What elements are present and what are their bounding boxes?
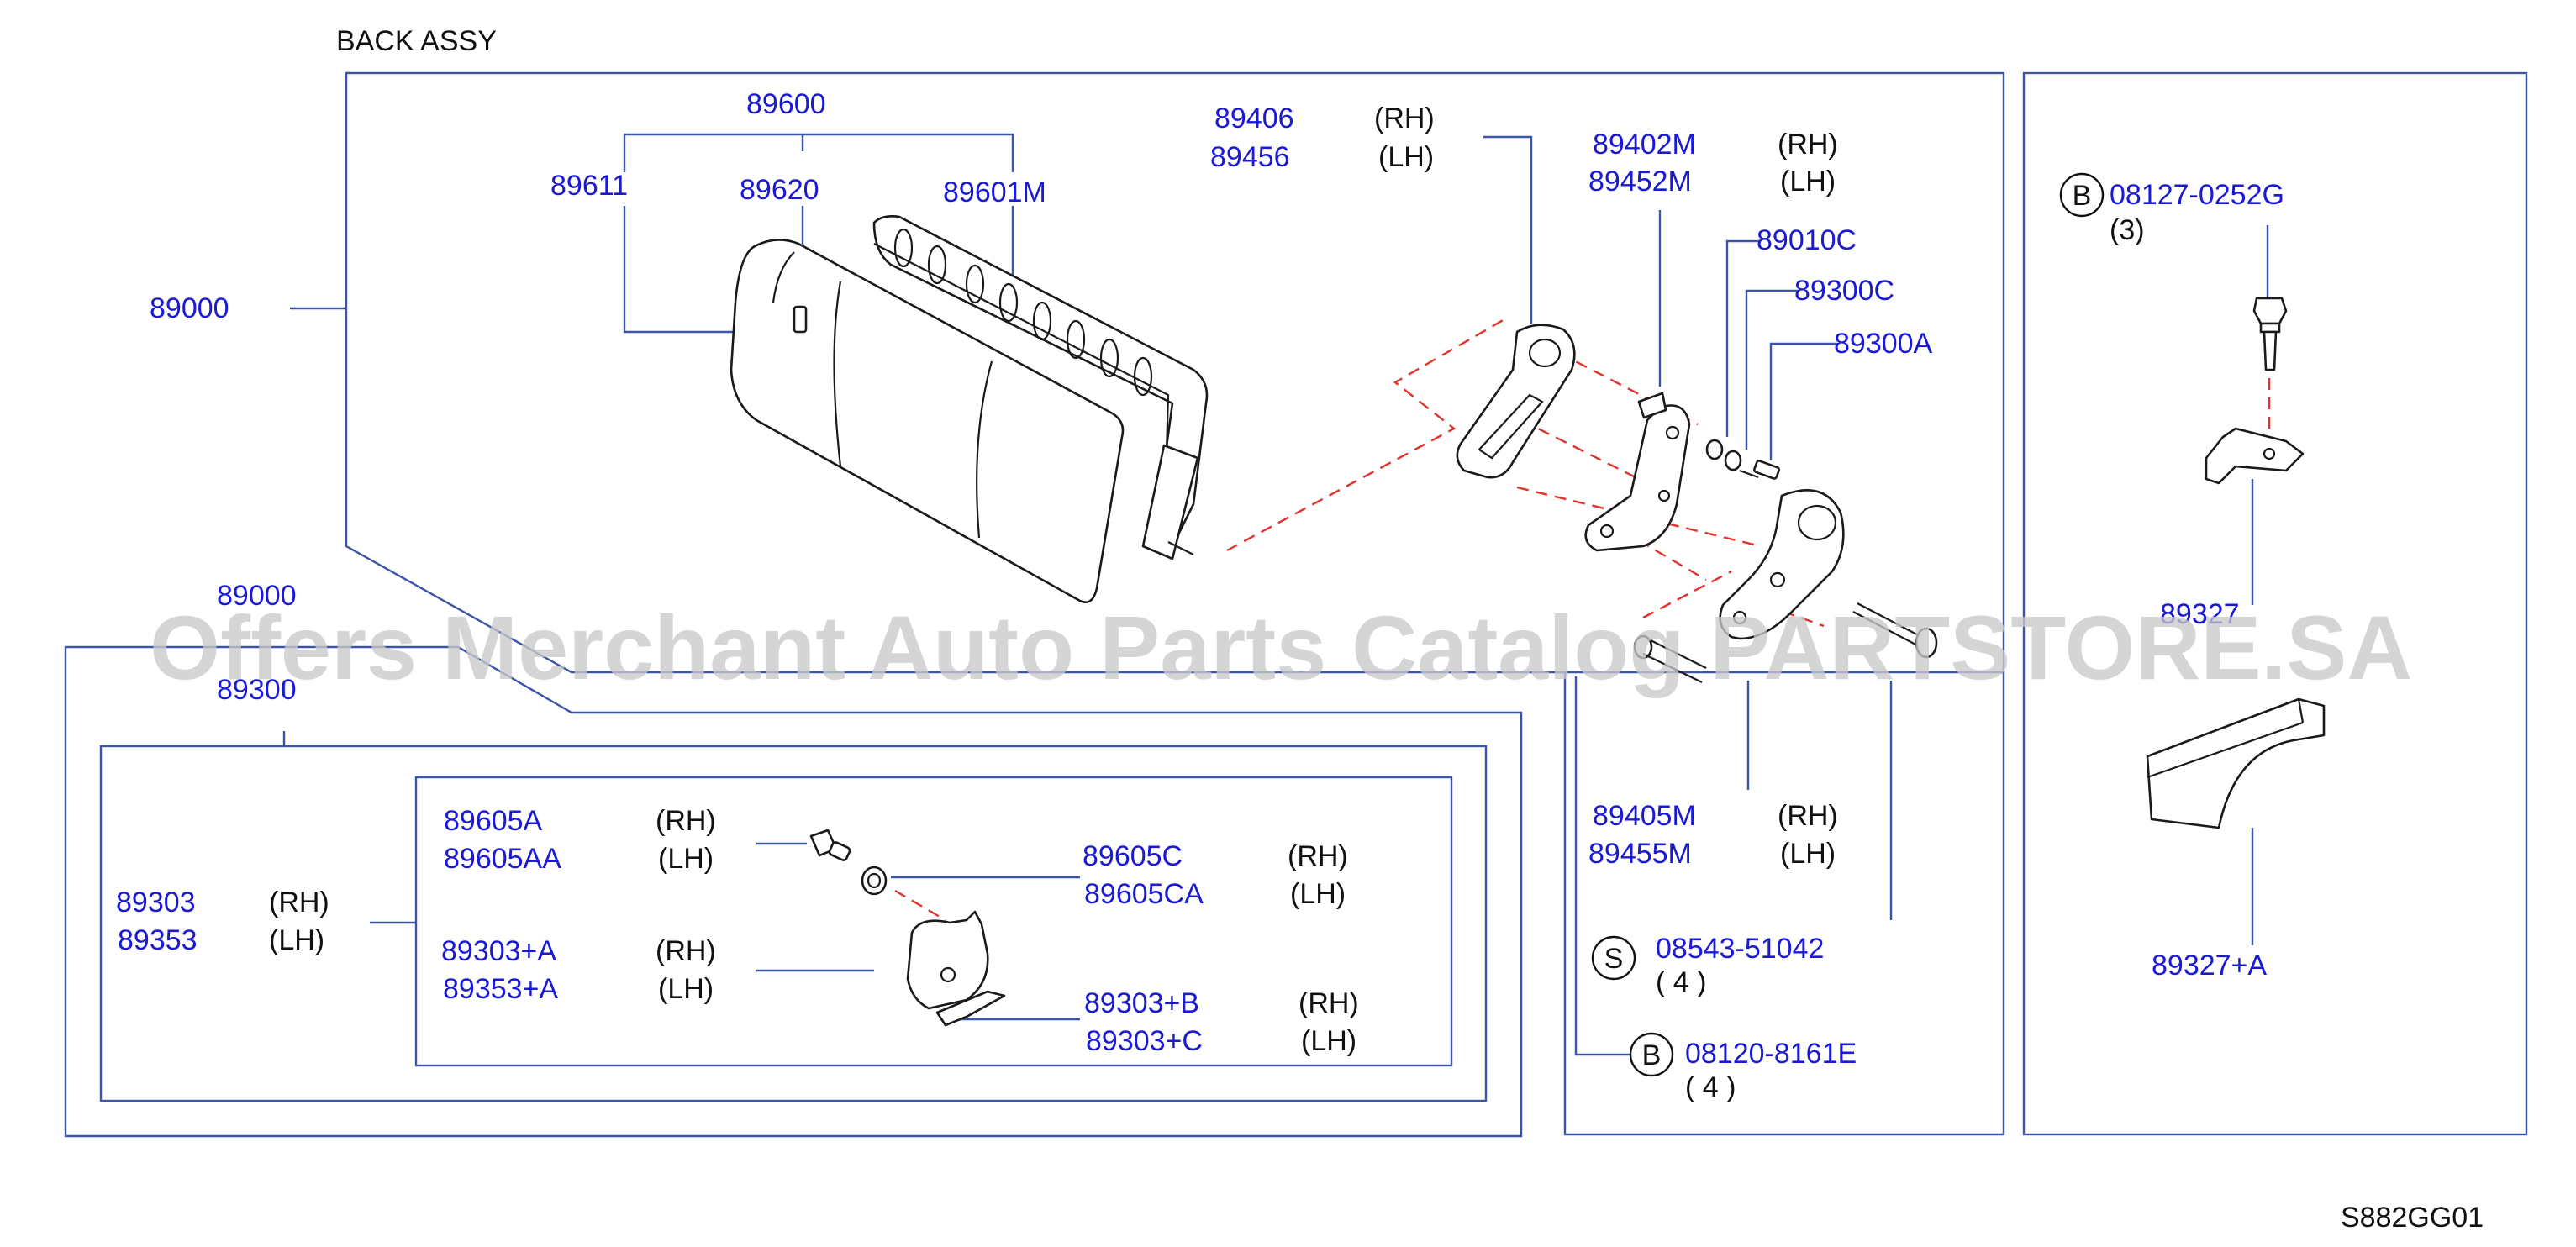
frame-89000-lower: [64, 645, 1523, 1138]
plate-89402M-icon: [1584, 392, 1691, 552]
label-89303[interactable]: 89303: [116, 887, 196, 918]
side-89605C: (RH): [1288, 840, 1348, 872]
dash-cap-to-cover: [894, 889, 946, 922]
label-89303A[interactable]: 89303+A: [441, 935, 556, 967]
watermark: Offers Merchant Auto Parts Catalog PARTS…: [150, 597, 2412, 698]
cap-89605C-icon: [861, 866, 888, 896]
screw-mark: S: [1604, 943, 1624, 975]
label-89456[interactable]: 89456: [1210, 141, 1290, 173]
label-89605AA[interactable]: 89605AA: [444, 843, 561, 875]
label-89300[interactable]: 89300: [217, 674, 297, 706]
label-89406[interactable]: 89406: [1214, 103, 1294, 134]
label-89605CA[interactable]: 89605CA: [1084, 878, 1204, 910]
side-89406: (RH): [1374, 103, 1435, 134]
side-89452M: (LH): [1780, 166, 1836, 197]
bolt-08120-icon: [1633, 634, 1707, 683]
bolt-89300A-icon: [1739, 460, 1781, 480]
label-08120[interactable]: 08120-8161E: [1685, 1038, 1857, 1070]
label-89010C[interactable]: 89010C: [1757, 224, 1857, 256]
label-89300A[interactable]: 89300A: [1834, 328, 1933, 360]
bolt-mark-1: B: [1642, 1039, 1662, 1071]
washer-89010C-icon: [1705, 439, 1724, 460]
cover-89303A-icon: [906, 910, 989, 1010]
leader-08120: [1574, 676, 1632, 1056]
side-89402M: (RH): [1778, 129, 1838, 160]
clip-89327-icon: [2205, 427, 2305, 485]
label-89452M[interactable]: 89452M: [1588, 166, 1692, 197]
screw-mark-circle: [1591, 935, 1636, 981]
washer-89300C-icon: [1724, 450, 1742, 471]
label-89000-lower[interactable]: 89000: [217, 580, 297, 612]
side-89605A: (RH): [656, 805, 716, 837]
seat-back-cushion-icon: [730, 239, 1125, 603]
label-89327A[interactable]: 89327+A: [2152, 950, 2267, 981]
qty-08543: ( 4 ): [1656, 966, 1706, 998]
hinge-89405M-icon: [1719, 489, 1845, 640]
dash-frame-to-bracket: [1226, 318, 1505, 552]
frame-bolt-group: [1563, 672, 2005, 1136]
frame-right-panel: [2022, 71, 2528, 1136]
seat-back-tag-icon: [793, 305, 808, 334]
leader-89010C: [1725, 239, 1761, 437]
pad-89327A-icon: [2146, 697, 2326, 829]
section-title: BACK ASSY: [336, 25, 497, 57]
label-89327[interactable]: 89327: [2160, 598, 2240, 630]
label-89611[interactable]: 89611: [550, 170, 628, 202]
label-89303B[interactable]: 89303+B: [1084, 987, 1199, 1019]
side-89605CA: (LH): [1290, 878, 1346, 910]
frame-back-assy: [345, 71, 2005, 674]
side-89303A: (RH): [656, 935, 716, 967]
label-89600[interactable]: 89600: [746, 88, 826, 120]
label-89402M[interactable]: 89402M: [1593, 129, 1696, 160]
drawing-code: S882GG01: [2341, 1202, 2484, 1234]
label-89601M[interactable]: 89601M: [943, 176, 1046, 208]
leader-89300C: [1745, 289, 1799, 450]
label-89605C[interactable]: 89605C: [1083, 840, 1183, 872]
side-89353: (LH): [269, 924, 324, 956]
qty-08120: ( 4 ): [1685, 1071, 1736, 1103]
dash-bracket-to-plate: [1558, 351, 1699, 426]
label-89353A[interactable]: 89353+A: [443, 973, 558, 1005]
side-89353A: (LH): [658, 973, 714, 1005]
label-89455M[interactable]: 89455M: [1588, 838, 1692, 870]
qty-08127: (3): [2110, 214, 2145, 246]
pin-bolt-icon: [1852, 602, 1938, 659]
label-08127[interactable]: 08127-0252G: [2110, 179, 2284, 211]
label-89620[interactable]: 89620: [740, 174, 819, 206]
bracket-89406-icon: [1456, 324, 1576, 479]
dash-hinge-to-bolt: [1642, 570, 1732, 619]
bolt-mark-circle-2: [2059, 172, 2105, 218]
dash-bracket-to-plate-2: [1520, 418, 1640, 481]
side-89605AA: (LH): [658, 843, 714, 875]
leader-89406: [1483, 135, 1533, 324]
side-89303: (RH): [269, 887, 329, 918]
side-89455M: (LH): [1780, 838, 1836, 870]
frame-89300: [99, 745, 1488, 1102]
label-89000-top[interactable]: 89000: [150, 292, 229, 324]
bolt-08127-icon: [2252, 297, 2288, 371]
label-89353[interactable]: 89353: [118, 924, 198, 956]
label-08543[interactable]: 08543-51042: [1656, 933, 1824, 965]
bolt-mark-circle-1: [1629, 1032, 1674, 1077]
seat-back-frame-icon: [872, 215, 1209, 560]
leader-89600: [623, 133, 1014, 172]
leader-lines: [282, 133, 2269, 1056]
label-89300C[interactable]: 89300C: [1794, 275, 1894, 307]
label-89405M[interactable]: 89405M: [1593, 800, 1696, 832]
label-89605A[interactable]: 89605A: [444, 805, 543, 837]
trim-89303B-icon: [935, 990, 1006, 1027]
bolt-mark-2: B: [2073, 180, 2092, 212]
label-89303C[interactable]: 89303+C: [1086, 1025, 1203, 1057]
side-89303B: (RH): [1299, 987, 1359, 1019]
frame-89303: [414, 776, 1453, 1067]
leader-89300A: [1769, 342, 1838, 460]
side-89456: (LH): [1378, 141, 1434, 173]
side-89303C: (LH): [1301, 1025, 1356, 1057]
knob-89605A-icon: [809, 829, 851, 861]
side-89405M: (RH): [1778, 800, 1838, 832]
